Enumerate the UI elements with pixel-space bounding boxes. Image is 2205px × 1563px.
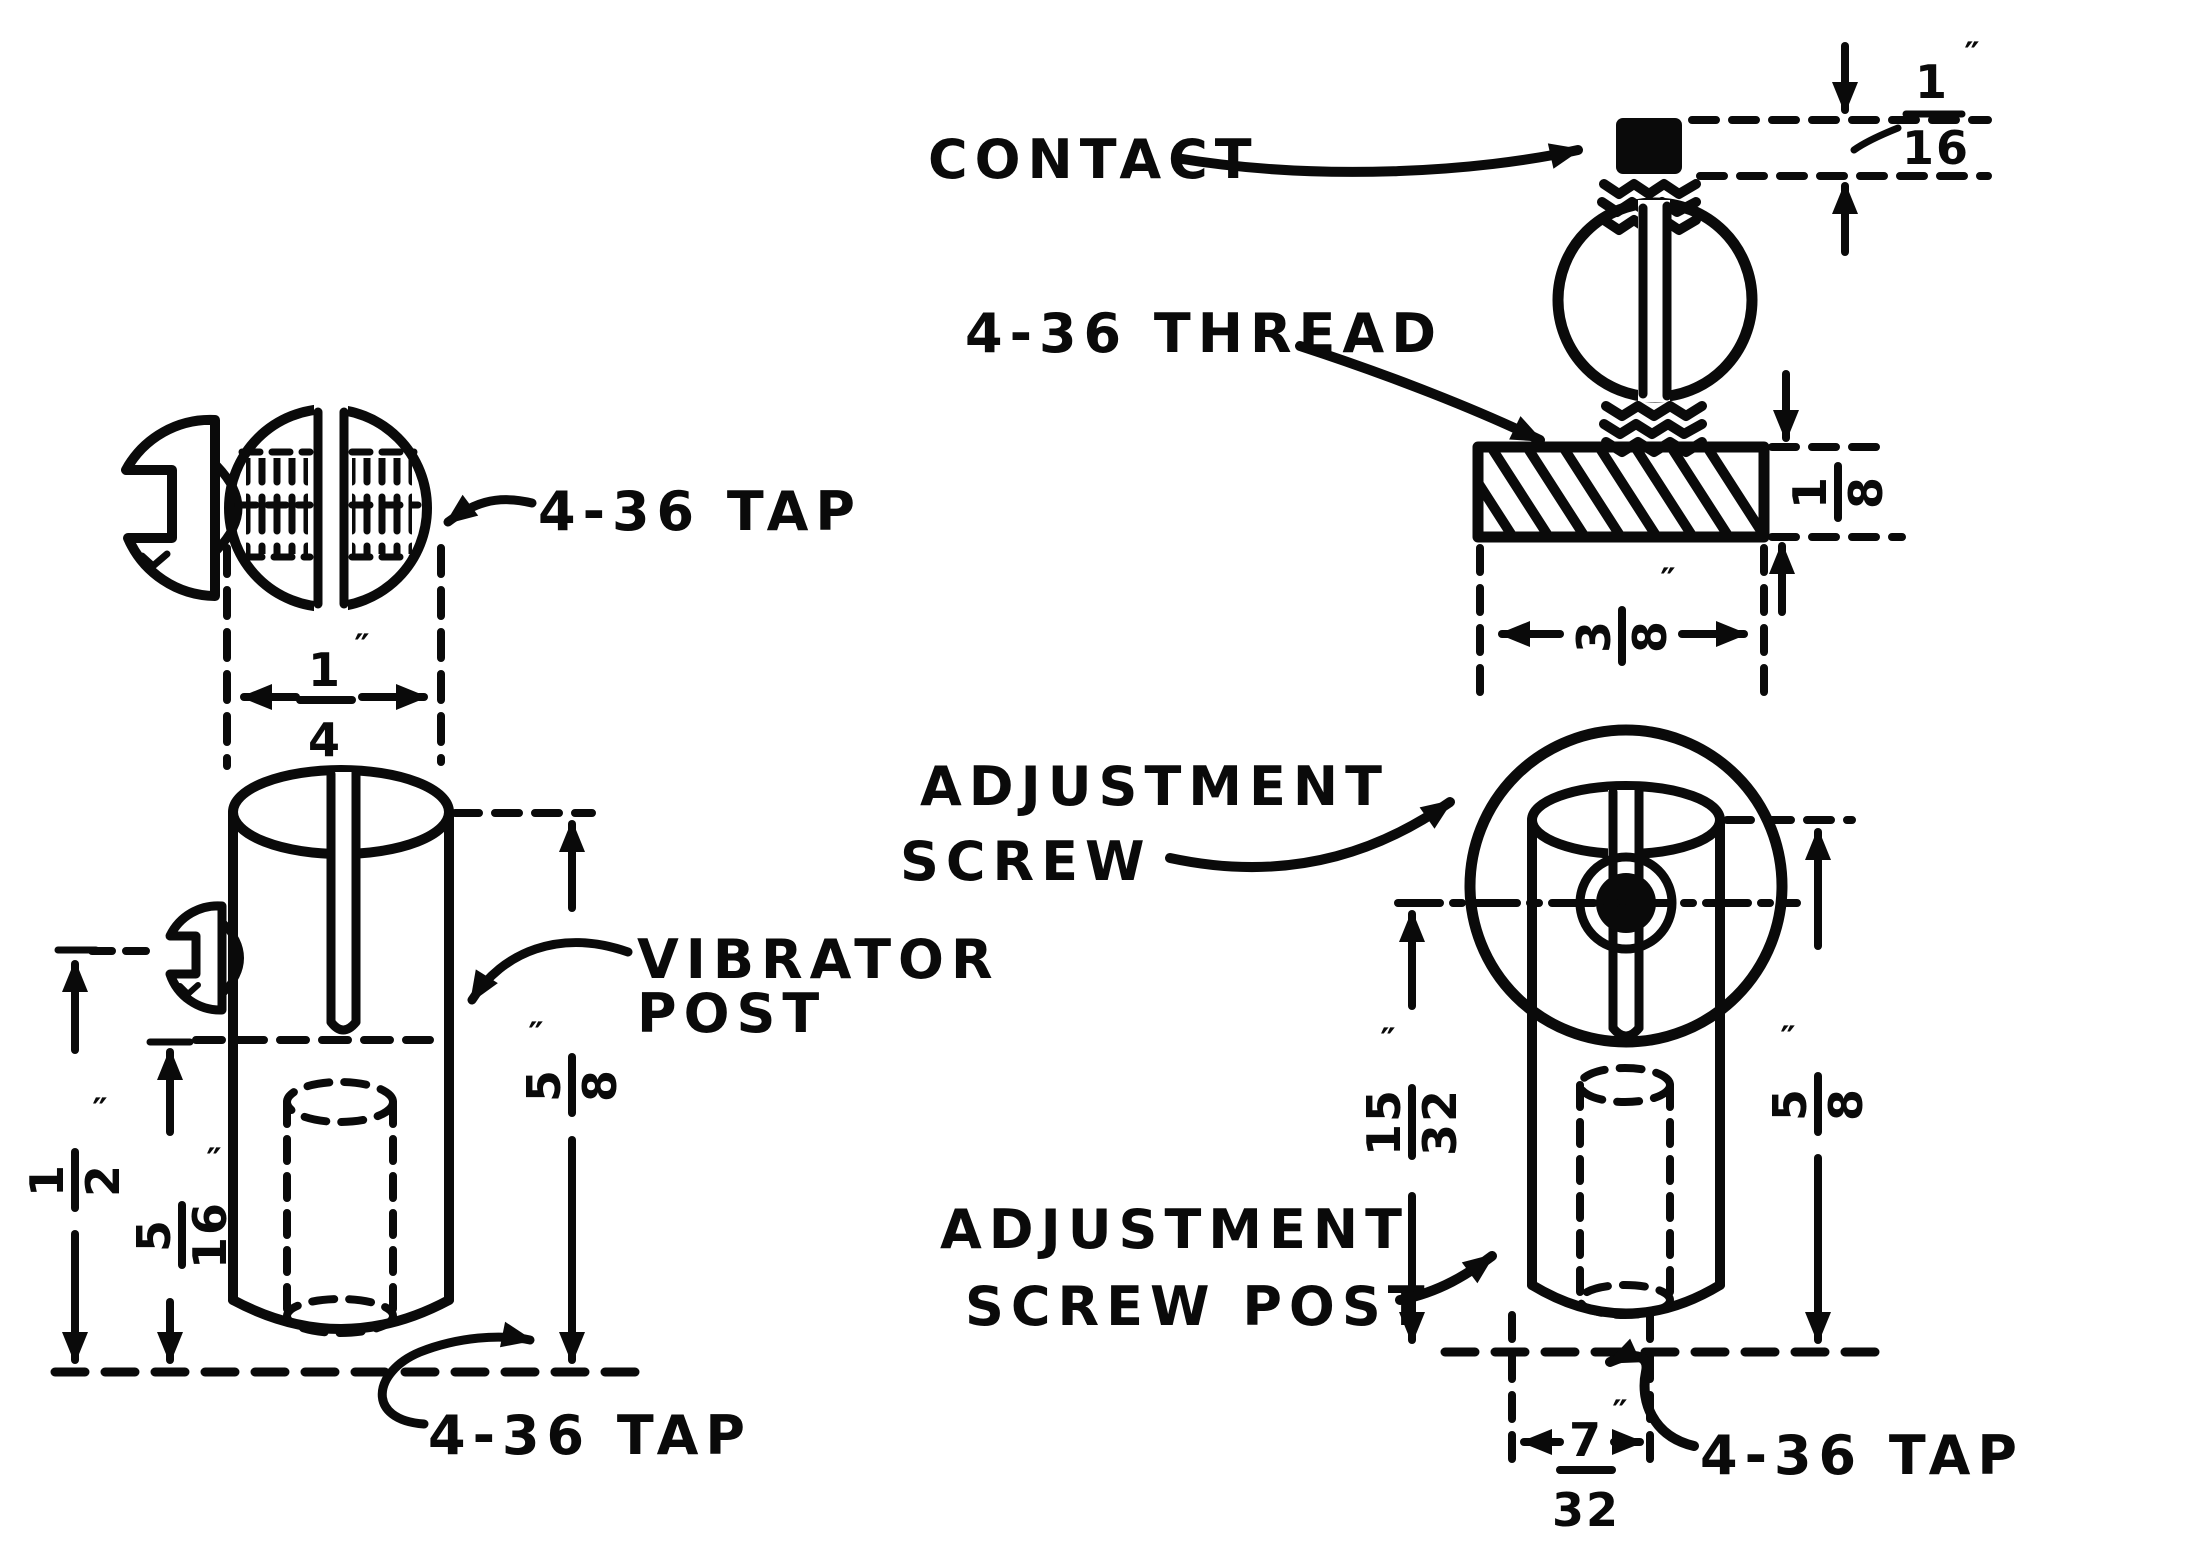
vibrator-base-to-slot-dimension: ″ 5 16 (127, 1038, 237, 1364)
vibrator-hidden-hole (283, 1078, 397, 1337)
plate-width-dimension: ″ 3 8 (1476, 544, 1768, 704)
svg-text:8: 8 (573, 1068, 627, 1102)
thread-leader-arrow (1295, 341, 1545, 445)
adjustment-post-height-dimension: ″ 5 8 (1723, 816, 1873, 1344)
svg-text:1: 1 (20, 1163, 74, 1197)
contact-leader-arrow (1171, 143, 1583, 177)
svg-text:16: 16 (183, 1201, 237, 1269)
thread-label: 4-36 THREAD (965, 302, 1443, 365)
svg-text:15: 15 (1357, 1088, 1411, 1156)
svg-text:4: 4 (308, 713, 342, 767)
svg-text:32: 32 (1413, 1088, 1467, 1156)
svg-text:″: ″ (1780, 1019, 1795, 1059)
svg-text:″: ″ (1380, 1021, 1395, 1061)
plate-thickness-dimension: 1 8 (1768, 370, 1906, 616)
svg-text:1: 1 (1783, 475, 1837, 509)
vibrator-post-leader-arrow (467, 938, 633, 1005)
vibrator-post-label-line1: VIBRATOR (637, 928, 1000, 991)
vibrator-post-body (228, 765, 454, 1334)
contact-screw-head-icon (1552, 197, 1758, 403)
svg-text:″: ″ (1660, 561, 1675, 601)
svg-text:7: 7 (1569, 1413, 1603, 1467)
svg-text:8: 8 (1623, 619, 1677, 653)
vibrator-side-screw-icon (165, 901, 244, 1015)
svg-text:″: ″ (1964, 35, 1979, 75)
svg-text:1: 1 (308, 643, 342, 697)
vibrator-tap-top-leader-arrow (443, 494, 537, 527)
svg-text:″: ″ (528, 1015, 543, 1055)
adjustment-screw-label-line1: ADJUSTMENT (920, 755, 1389, 818)
svg-text:″: ″ (354, 627, 369, 667)
adjustment-post-leader-arrow (1395, 1251, 1497, 1305)
svg-text:″: ″ (1612, 1393, 1627, 1433)
adjustment-hidden-hole (1576, 1064, 1674, 1319)
vibrator-tap-bottom-leader-arrow (377, 1321, 535, 1429)
adjustment-post-label-line1: ADJUSTMENT (940, 1198, 1409, 1261)
contact-base-plate (1472, 441, 1770, 543)
vibrator-tap-bottom-label: 4-36 TAP (428, 1404, 752, 1467)
svg-text:8: 8 (1819, 1087, 1873, 1121)
vibrator-post-label-line2: POST (637, 982, 826, 1045)
vibrator-screw-height-dimension: ″ 1 2 (20, 946, 130, 1364)
adjustment-tap-leader-arrow (1605, 1338, 1699, 1451)
vibrator-diameter-dimension: 1 ″ 4 (223, 544, 445, 770)
vibrator-tap-top-label: 4-36 TAP (538, 480, 862, 543)
adjustment-screw-post-figure: ″ 15 32 ″ 5 8 ADJUSTMENT SCREW ADJUSTM (900, 724, 2024, 1537)
svg-text:5: 5 (127, 1218, 181, 1252)
svg-text:16: 16 (1902, 121, 1970, 175)
adjustment-screw-head-circle (1464, 724, 1788, 1048)
vibrator-height-dimension: ″ 5 8 (451, 809, 627, 1364)
adjustment-screw-leader-arrow (1165, 797, 1455, 873)
svg-text:5: 5 (1763, 1087, 1817, 1121)
svg-text:2: 2 (76, 1163, 130, 1197)
hole-diameter-dimension: 7 ″ 32 (1508, 1311, 1654, 1537)
contact-thickness-dimension: 1 ″ 16 (1688, 35, 1992, 256)
contact-block (1616, 118, 1682, 174)
svg-text:″: ″ (92, 1091, 107, 1131)
vibrator-post-figure: 4-36 TAP 1 ″ 4 (20, 402, 1000, 1467)
screw-center-height-dimension: ″ 15 32 (1357, 910, 1467, 1344)
adjustment-post-label-line2: SCREW POST (965, 1275, 1432, 1338)
adjustment-post-body (1527, 781, 1725, 1319)
adjustment-tap-label: 4-36 TAP (1700, 1424, 2024, 1487)
adjustment-screw-label-line2: SCREW (900, 830, 1152, 893)
vibrator-screw-side-view-icon (121, 414, 243, 601)
svg-text:3: 3 (1567, 619, 1621, 653)
svg-text:5: 5 (517, 1068, 571, 1102)
svg-text:″: ″ (206, 1141, 221, 1181)
svg-text:32: 32 (1552, 1483, 1620, 1537)
contact-detail-figure: CONTACT (928, 35, 1992, 704)
vibrator-screw-top-view-icon (224, 402, 432, 614)
svg-text:8: 8 (1839, 475, 1893, 509)
svg-text:1: 1 (1915, 55, 1949, 109)
